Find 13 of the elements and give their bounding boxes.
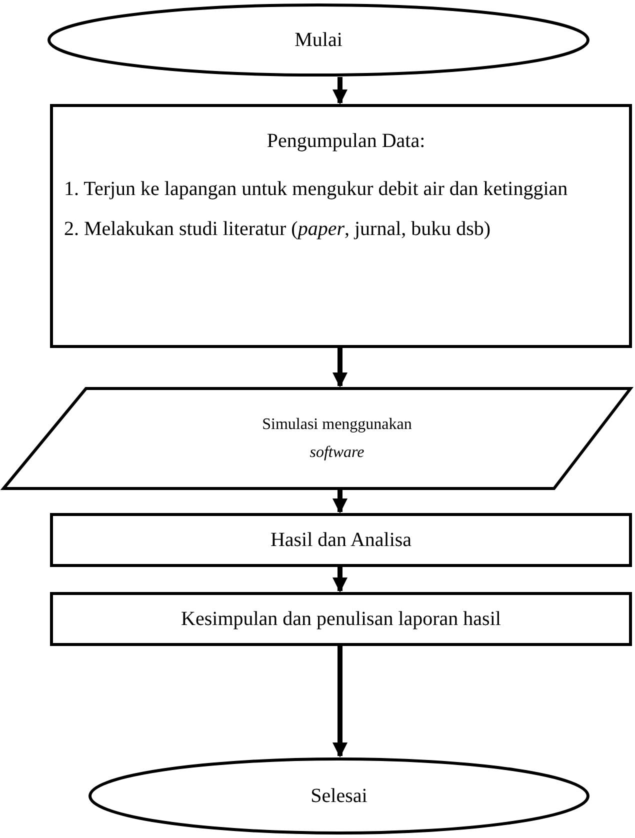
node-text: Simulasi menggunakan software xyxy=(261,415,413,462)
arrow xyxy=(332,490,348,514)
node-text: Kesimpulan dan penulisan laporan hasil xyxy=(181,608,501,630)
arrow xyxy=(332,77,348,104)
arrow xyxy=(332,646,348,758)
node-text: Selesai xyxy=(310,784,368,808)
list-item-text: 1. Terjun ke lapangan untuk mengukur debit air dan ketinggian xyxy=(64,177,569,202)
node-text: Hasil dan Analisa xyxy=(270,528,412,552)
arrow xyxy=(332,348,348,388)
list-item-text: 2. Melakukan studi literatur (paper, jurnal, buku dsb) xyxy=(64,217,492,242)
arrow xyxy=(332,567,348,592)
node-text: Mulai xyxy=(294,28,342,52)
heading-text: Pengumpulan Data: xyxy=(266,129,426,154)
